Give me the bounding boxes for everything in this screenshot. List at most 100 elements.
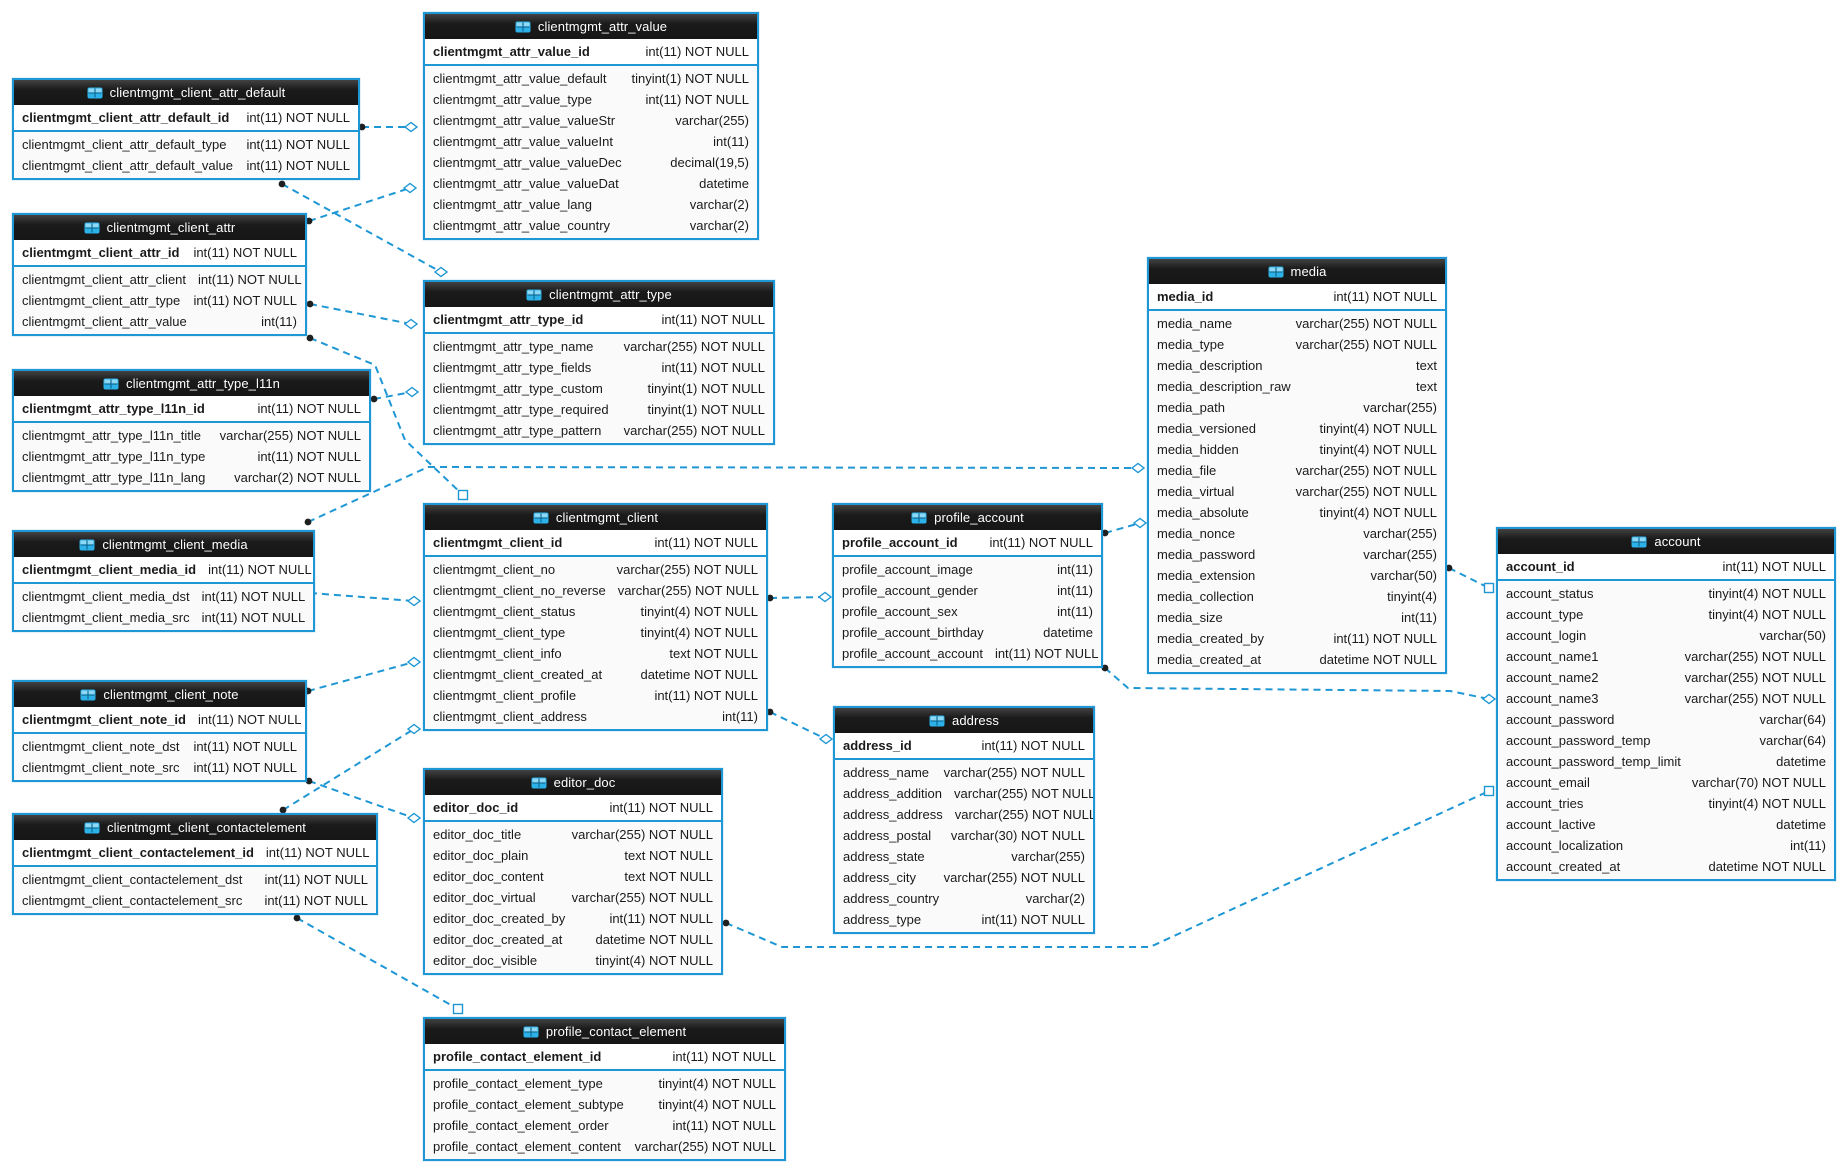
relationship-line[interactable] xyxy=(1104,522,1141,534)
table-header[interactable]: clientmgmt_client_media xyxy=(14,532,313,557)
column-name: address_address xyxy=(843,807,943,822)
relationship-origin-dot-icon xyxy=(304,518,312,526)
relationship-line[interactable] xyxy=(307,465,1139,523)
relationship-clientmgmt_client-to-profile_account[interactable] xyxy=(766,591,833,603)
column-type: int(11) NOT NULL xyxy=(981,912,1085,927)
relationship-line[interactable] xyxy=(307,661,415,692)
table-header[interactable]: clientmgmt_client xyxy=(425,505,766,530)
table-title: clientmgmt_client_attr_default xyxy=(109,85,286,100)
primary-key-type: int(11) NOT NULL xyxy=(654,535,758,550)
relationship-line[interactable] xyxy=(769,596,826,599)
relationship-line[interactable] xyxy=(309,592,415,602)
relationship-square-icon xyxy=(452,1003,464,1015)
column-name: account_lactive xyxy=(1506,817,1596,832)
relationship-line[interactable] xyxy=(281,183,442,273)
relationship-line[interactable] xyxy=(1104,667,1490,700)
relationship-line[interactable] xyxy=(373,391,413,400)
relationship-line[interactable] xyxy=(309,337,464,496)
table-header[interactable]: editor_doc xyxy=(425,770,721,795)
relationship-line[interactable] xyxy=(725,790,1490,948)
column-type: int(11) NOT NULL xyxy=(246,137,350,152)
relationship-clientmgmt_client_attr_default-to-clientmgmt_attr_type[interactable] xyxy=(278,180,449,278)
table-header[interactable]: profile_account xyxy=(834,505,1101,530)
relationship-origin-dot-icon xyxy=(306,334,314,342)
column-name: address_type xyxy=(843,912,922,927)
column-type: int(11) NOT NULL xyxy=(645,92,749,107)
relationship-line[interactable] xyxy=(296,917,459,1010)
table-header[interactable]: clientmgmt_client_contactelement xyxy=(14,815,376,840)
column-name: account_password_temp_limit xyxy=(1506,754,1681,769)
relationship-media-to-account[interactable] xyxy=(1445,564,1495,594)
column-name: clientmgmt_client_note_dst xyxy=(22,739,180,754)
relationship-clientmgmt_client_attr_default-to-clientmgmt_attr_value[interactable] xyxy=(358,121,419,133)
table-header[interactable]: clientmgmt_attr_type_l11n xyxy=(14,371,369,396)
relationship-clientmgmt_client_attr-to-clientmgmt_attr_value[interactable] xyxy=(305,182,418,225)
table-header[interactable]: profile_contact_element xyxy=(425,1019,784,1044)
column-type: varchar(255) NOT NULL xyxy=(1684,649,1826,664)
relationship-profile_account-to-account[interactable] xyxy=(1101,664,1497,705)
table-header[interactable]: account xyxy=(1498,529,1834,554)
table-header[interactable]: address xyxy=(835,708,1093,733)
relationship-clientmgmt_client_media-to-media[interactable] xyxy=(304,462,1146,526)
table-header[interactable]: clientmgmt_client_attr_default xyxy=(14,80,358,105)
relationship-clientmgmt_client_note-to-clientmgmt_client[interactable] xyxy=(304,656,422,695)
relationship-clientmgmt_client_attr-to-clientmgmt_attr_type[interactable] xyxy=(306,300,419,330)
column-name: editor_doc_title xyxy=(433,827,522,842)
relationship-line[interactable] xyxy=(769,711,827,740)
table-header[interactable]: clientmgmt_client_attr xyxy=(14,215,305,240)
table-header[interactable]: clientmgmt_client_note xyxy=(14,682,305,707)
table-header[interactable]: clientmgmt_attr_type xyxy=(425,282,773,307)
column-type: tinyint(4) NOT NULL xyxy=(658,1097,776,1112)
relationship-profile_account-to-media[interactable] xyxy=(1101,517,1148,537)
column-type: varchar(2) xyxy=(689,197,749,212)
relationship-line[interactable] xyxy=(308,780,415,819)
relationship-square-icon xyxy=(457,489,469,501)
relationship-clientmgmt_client_contactelement-to-clientmgmt_client[interactable] xyxy=(279,723,422,814)
relationship-clientmgmt_client_note-to-editor_doc[interactable] xyxy=(305,777,422,824)
relationship-clientmgmt_client_media-to-clientmgmt_client[interactable] xyxy=(306,589,422,607)
column-type: datetime xyxy=(1776,817,1826,832)
column-type: int(11) xyxy=(1401,610,1437,625)
relationship-line[interactable] xyxy=(1448,567,1490,589)
relationship-clientmgmt_client_contactelement-to-profile_contact_element[interactable] xyxy=(293,914,464,1015)
relationship-clientmgmt_attr_type_l11n-to-clientmgmt_attr_type[interactable] xyxy=(370,386,420,403)
table-header[interactable]: media xyxy=(1149,259,1445,284)
relationship-clientmgmt_client-to-address[interactable] xyxy=(766,708,834,745)
table-header[interactable]: clientmgmt_attr_value xyxy=(425,14,757,39)
relationship-clientmgmt_client_attr-to-clientmgmt_client[interactable] xyxy=(306,334,469,501)
relationship-line[interactable] xyxy=(308,187,411,222)
table-clientmgmt_attr_value[interactable]: clientmgmt_attr_value clientmgmt_attr_val… xyxy=(423,12,759,240)
relationship-editor_doc-to-account[interactable] xyxy=(722,785,1495,948)
table-grid-icon xyxy=(103,378,119,390)
relationship-line[interactable] xyxy=(282,728,415,811)
relationship-line[interactable] xyxy=(309,303,412,325)
